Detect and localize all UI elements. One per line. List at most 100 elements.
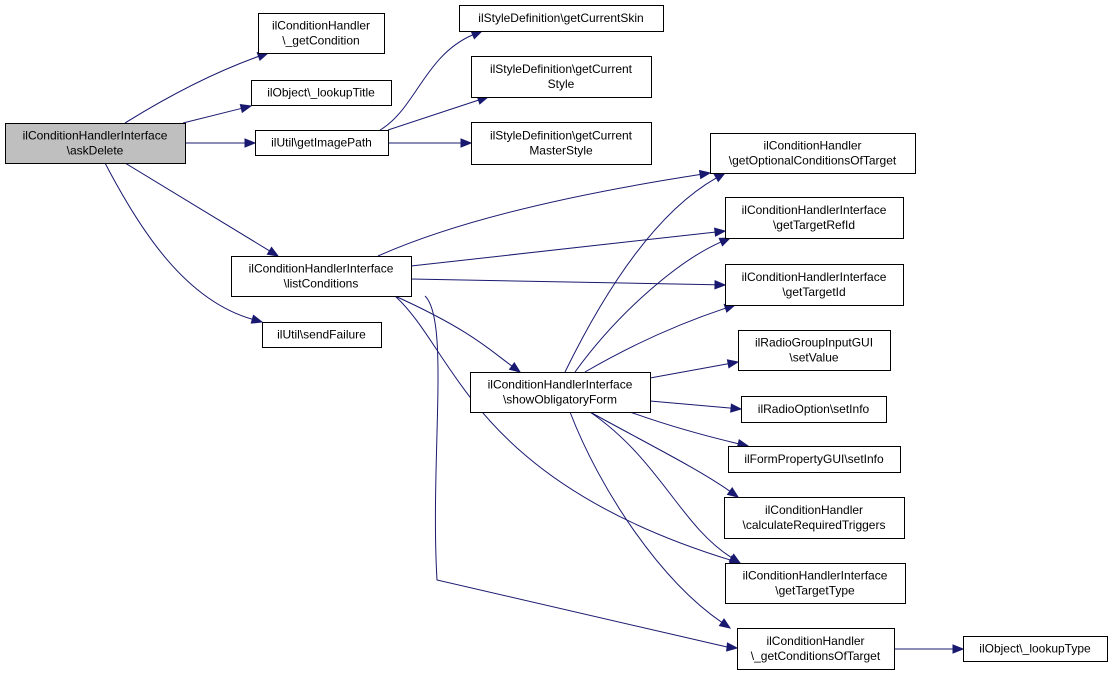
edge-list_conditions-to-show_obligatory_form [394, 295, 522, 373]
node-box [741, 396, 887, 423]
edge-list_conditions-to-get_target_type [394, 295, 742, 565]
edge-line [569, 411, 723, 623]
node-label-line: ilConditionHandlerInterface [23, 129, 168, 143]
node-label-line: \setValue [789, 351, 838, 365]
edge-ask_delete-to-lookup_title [182, 103, 253, 124]
node-label-line: ilConditionHandlerInterface [742, 270, 887, 284]
node-label-line: \getTargetType [775, 584, 855, 598]
node-list-conditions[interactable]: ilConditionHandlerInterface\listConditio… [231, 256, 412, 297]
edge-line [589, 411, 732, 559]
edge-get_image_path-to-get_current_skin [379, 30, 484, 131]
node-get-conditions-of-target[interactable]: ilConditionHandler\_getConditionsOfTarge… [737, 628, 895, 670]
node-get-image-path[interactable]: ilUtil\getImagePath [255, 130, 389, 156]
edge-arrowhead [730, 403, 743, 413]
node-box [725, 563, 906, 604]
node-label-line: ilUtil\sendFailure [277, 328, 366, 342]
edge-line [387, 99, 479, 131]
edge-line [104, 162, 253, 320]
node-show-obligatory-form[interactable]: ilConditionHandlerInterface\showObligato… [470, 372, 651, 413]
node-form-set-info[interactable]: ilFormPropertyGUI\setInfo [728, 446, 901, 473]
edge-arrowhead [726, 487, 740, 498]
node-box [255, 130, 389, 156]
edge-arrowhead [726, 642, 739, 652]
node-label-line: \getTargetId [782, 285, 845, 299]
node-box [725, 197, 904, 239]
node-label-line: \getTargetRefId [773, 218, 855, 232]
edge-line [182, 107, 242, 124]
node-box [725, 264, 904, 306]
node-label-line: \showObligatoryForm [503, 393, 617, 407]
edge-arrowhead [726, 359, 740, 369]
edge-line [394, 295, 513, 367]
edge-arrowhead [718, 618, 732, 629]
node-get-target-ref-id[interactable]: ilConditionHandlerInterface\getTargetRef… [725, 197, 904, 239]
node-label-line: ilConditionHandler [763, 139, 861, 153]
node-label-line: ilConditionHandler [766, 634, 864, 648]
edge-show_obligatory_form-to-form_set_info [629, 411, 750, 449]
edge-show_obligatory_form-to-radio_set_info [649, 400, 743, 413]
edge-arrowhead [266, 246, 280, 257]
edge-line [589, 411, 731, 492]
node-label-line: ilConditionHandlerInterface [488, 378, 633, 392]
node-label-line: ilObject\_lookupTitle [267, 86, 375, 100]
node-label-line: ilRadioGroupInputGUI [755, 336, 873, 350]
node-label-line: ilObject\_lookupType [979, 642, 1091, 656]
edge-ask_delete-to-send_failure [104, 162, 264, 324]
edge-line [629, 411, 739, 445]
node-get-current-skin[interactable]: ilStyleDefinition\getCurrentSkin [459, 5, 664, 32]
node-box [459, 5, 664, 32]
node-box [5, 123, 186, 164]
edge-line [584, 307, 726, 373]
edge-ask_delete-to-list_conditions [124, 162, 280, 257]
node-ask-delete[interactable]: ilConditionHandlerInterface\askDelete [5, 123, 186, 164]
node-label-line: ilConditionHandler [272, 19, 370, 33]
edge-line [410, 231, 716, 267]
node-calc-required-triggers[interactable]: ilConditionHandler\calculateRequiredTrig… [724, 497, 905, 539]
node-get-target-id[interactable]: ilConditionHandlerInterface\getTargetId [725, 264, 904, 306]
edge-arrowhead [470, 30, 484, 40]
edge-list_conditions-to-get_optional_conditions [377, 169, 712, 257]
edge-ask_delete-to-get_condition [124, 52, 270, 124]
edge-show_obligatory_form-to-get_target_type [589, 411, 742, 564]
node-set-value[interactable]: ilRadioGroupInputGUI\setValue [738, 330, 891, 371]
node-box [471, 122, 652, 165]
node-lookup-type[interactable]: ilObject\_lookupType [963, 636, 1108, 662]
edge-show_obligatory_form-to-set_value [649, 359, 740, 379]
edge-arrowhead [460, 138, 473, 148]
node-radio-set-info[interactable]: ilRadioOption\setInfo [741, 396, 887, 423]
node-get-target-type[interactable]: ilConditionHandlerInterface\getTargetTyp… [725, 563, 906, 604]
node-label-line: \listConditions [284, 277, 359, 291]
edge-ask_delete-to-get_image_path [185, 138, 257, 148]
edge-show_obligatory_form-to-get_optional_conditions [564, 172, 727, 373]
edge-line [377, 174, 701, 257]
node-lookup-title[interactable]: ilObject\_lookupTitle [251, 80, 392, 106]
node-label-line: Style [548, 77, 575, 91]
edge-line [394, 295, 731, 561]
edge-line [124, 162, 270, 252]
edge-arrowhead [244, 138, 257, 148]
node-get-condition[interactable]: ilConditionHandler\_getCondition [258, 13, 385, 54]
node-get-optional-conditions[interactable]: ilConditionHandler\getOptionalConditions… [710, 133, 916, 174]
edge-arrowhead [239, 103, 253, 114]
node-box [963, 636, 1108, 662]
node-box [251, 80, 392, 106]
node-label-line: \_getConditionsOfTarget [751, 649, 881, 663]
node-label-line: ilConditionHandler [765, 503, 863, 517]
node-send-failure[interactable]: ilUtil\sendFailure [262, 322, 382, 348]
edge-arrowhead [718, 237, 732, 247]
node-box [738, 330, 891, 371]
edge-list_conditions-to-get_conditions_of_target [424, 295, 739, 652]
edge-line [379, 34, 473, 131]
node-label-line: \calculateRequiredTriggers [743, 518, 886, 532]
edge-show_obligatory_form-to-calc_required_triggers [589, 411, 740, 498]
edge-line [424, 295, 728, 648]
edge-line [564, 177, 717, 373]
edge-arrowhead [713, 172, 727, 183]
node-box [724, 497, 905, 539]
nodes-layer: ilConditionHandlerInterface\askDeleteilC… [5, 5, 1108, 670]
node-label-line: ilConditionHandlerInterface [742, 203, 887, 217]
node-label-line: MasterStyle [529, 144, 593, 158]
